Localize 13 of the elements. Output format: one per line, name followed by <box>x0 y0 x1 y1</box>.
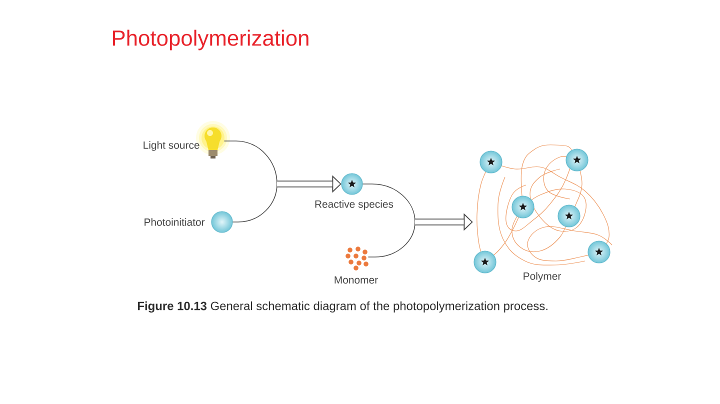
node-label: Polymer <box>524 272 562 282</box>
arrow <box>368 213 473 258</box>
node-label: Monomer <box>334 276 378 284</box>
sphere <box>211 211 233 233</box>
node-label: Photoinitiator <box>144 218 205 226</box>
arrow <box>232 175 342 222</box>
title: Photopolymerization <box>113 30 308 50</box>
polymer-tangle: Polymer <box>474 144 612 282</box>
node-label: Reactive species <box>315 200 394 210</box>
dot-cluster <box>346 246 368 270</box>
node-label: Light source <box>144 141 200 151</box>
starred-sphere <box>341 173 363 195</box>
figure-caption: Figure 10.13 General schematic diagram of the photopolymerization process. <box>138 301 548 313</box>
